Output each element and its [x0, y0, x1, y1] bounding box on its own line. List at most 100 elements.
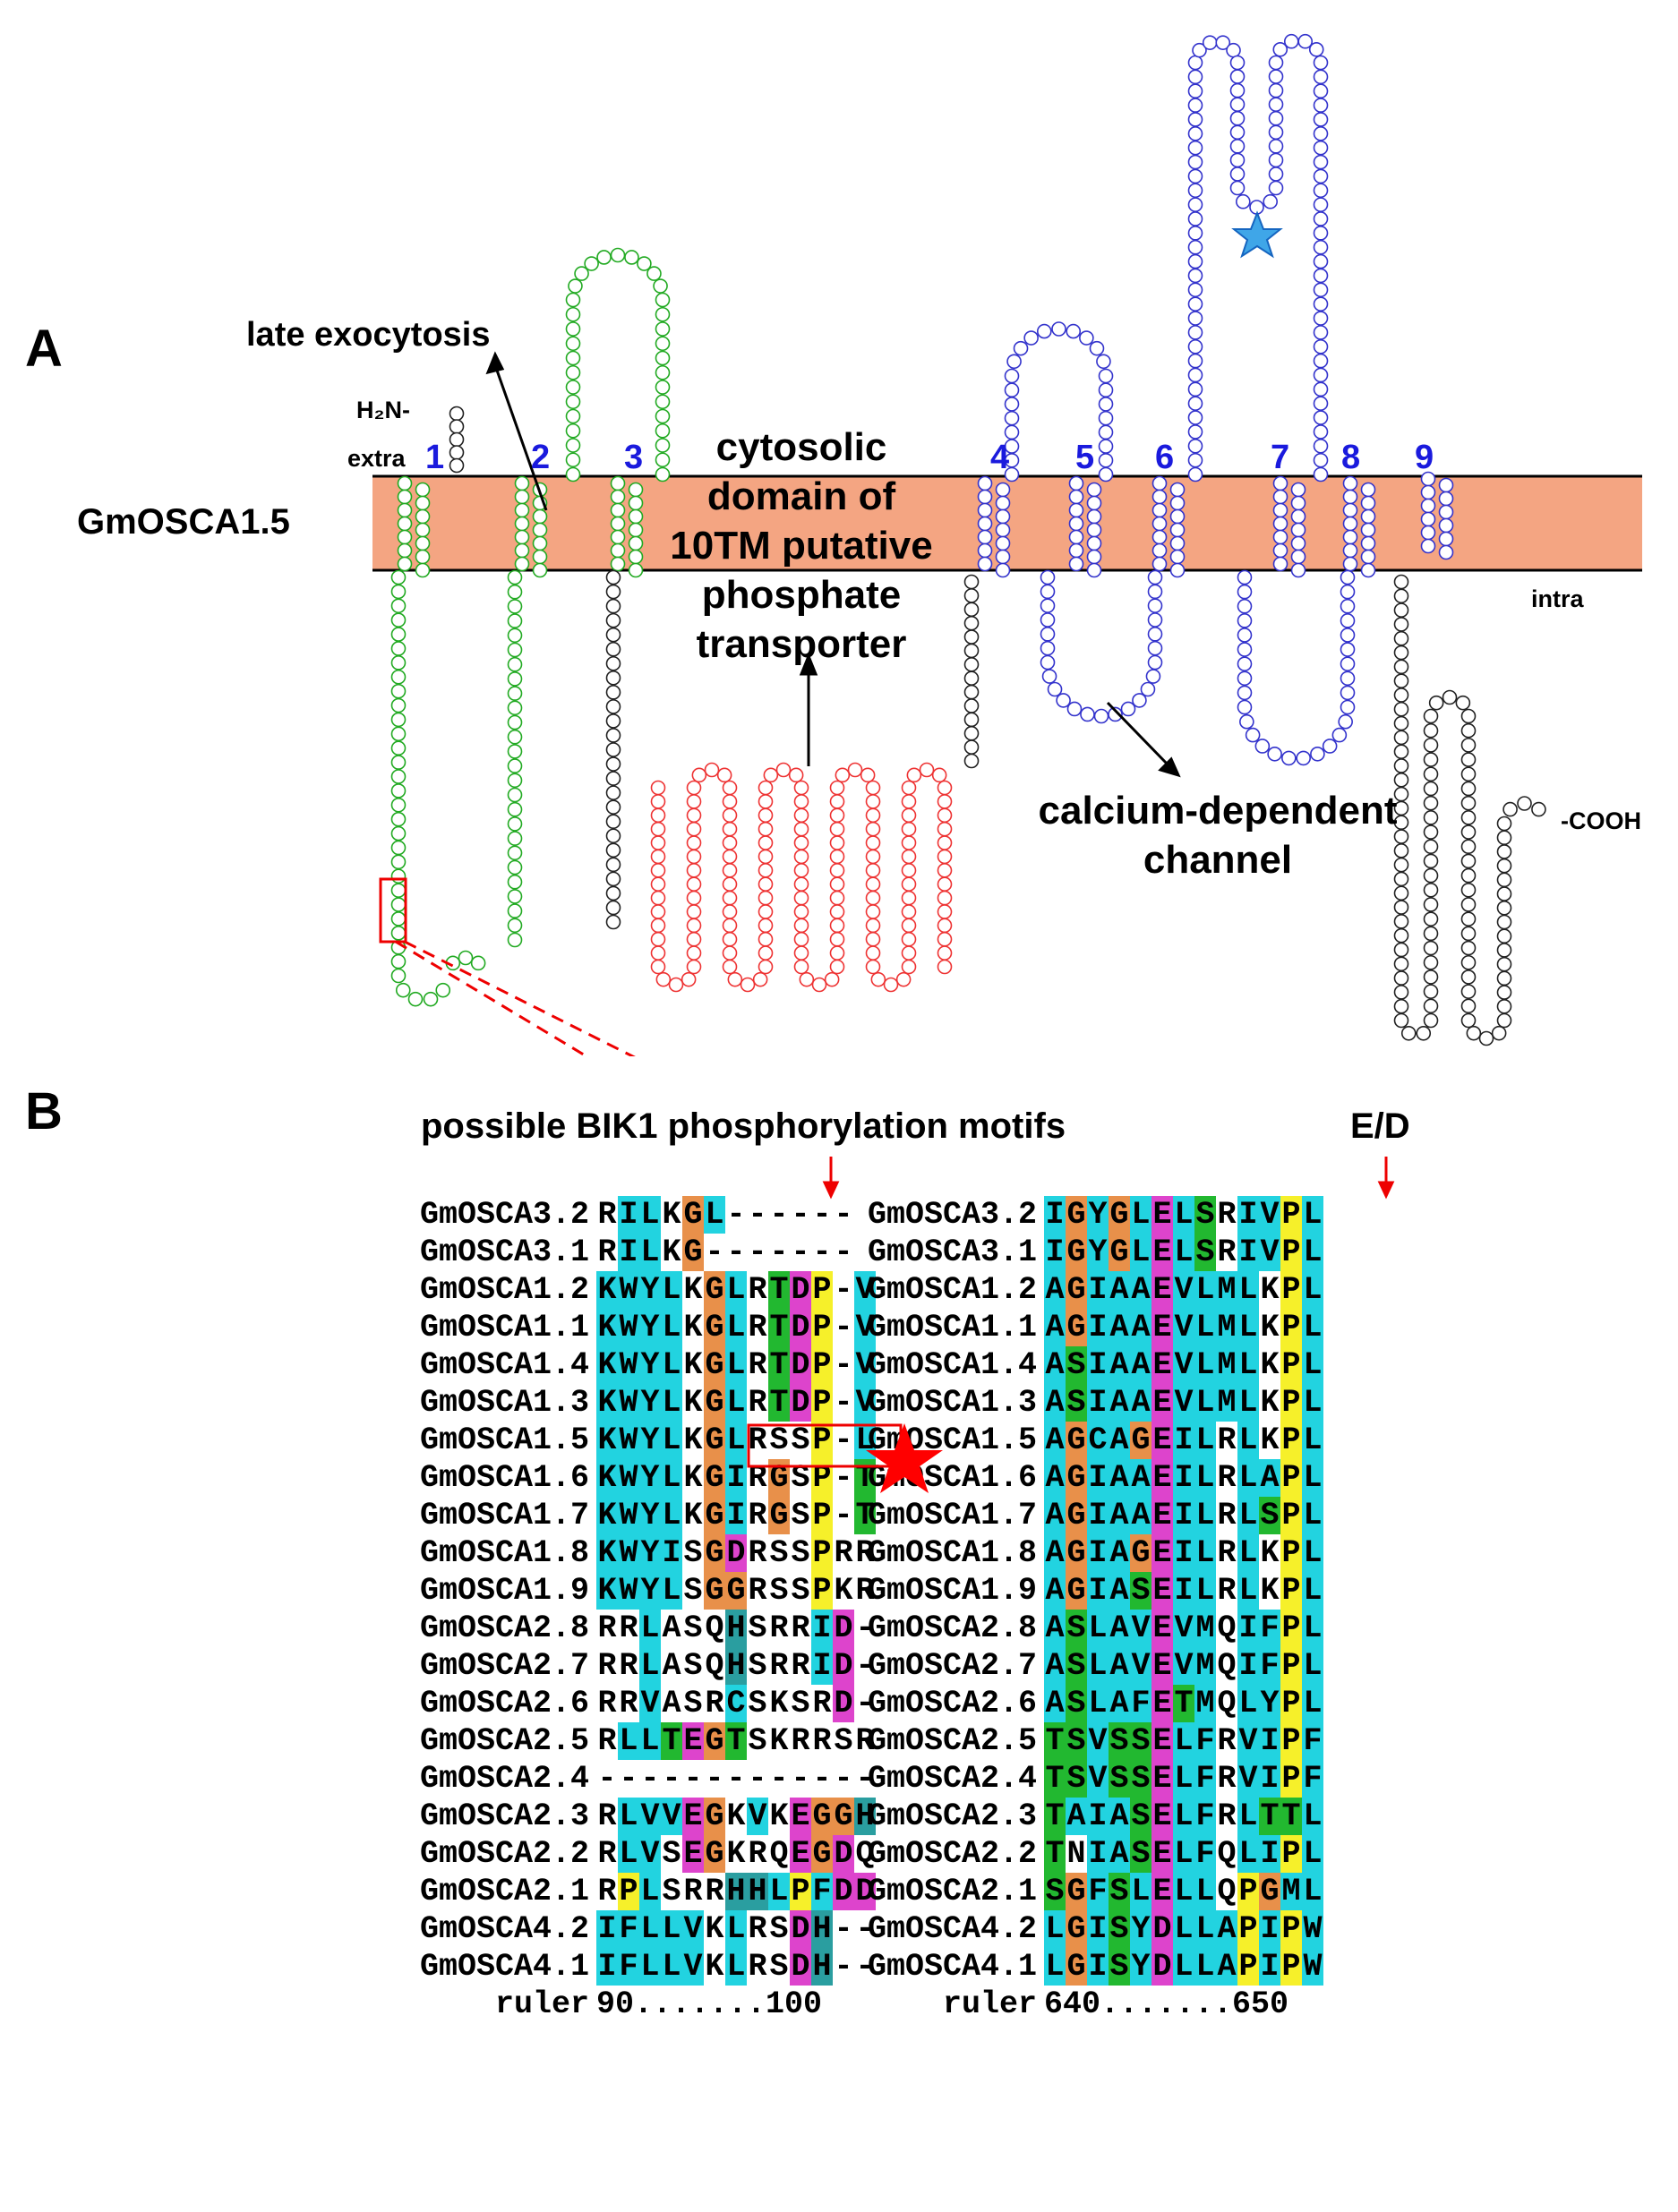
- residue: E: [1151, 1722, 1173, 1760]
- residue: Y: [639, 1309, 661, 1346]
- residue: I: [1173, 1459, 1194, 1497]
- residue: F: [1194, 1835, 1216, 1873]
- residue: R: [748, 1573, 767, 1609]
- residue: R: [748, 1535, 767, 1571]
- residue: E: [1151, 1873, 1173, 1910]
- residue: T: [768, 1309, 790, 1346]
- residue: -: [834, 1911, 853, 1947]
- sequence-residues: KWYLKGLRSSP-L: [596, 1422, 876, 1459]
- residue: K: [769, 1798, 789, 1834]
- residue: G: [811, 1798, 833, 1835]
- residue: I: [1237, 1196, 1259, 1234]
- panel-b-letter: B: [25, 1082, 63, 1140]
- protein-name-label: GmOSCA1.5: [77, 502, 290, 542]
- residue: G: [704, 1384, 725, 1422]
- residue: L: [1173, 1910, 1194, 1948]
- residue: L: [1237, 1309, 1259, 1346]
- tm-number-7: 7: [1271, 439, 1290, 476]
- sequence-residues: KWYLKGLRTDP-V: [596, 1384, 876, 1422]
- residue: L: [1237, 1835, 1259, 1873]
- sequence-name: GmOSCA4.1: [867, 1949, 1037, 1985]
- residue: L: [1237, 1685, 1259, 1722]
- residue: R: [1217, 1422, 1237, 1458]
- sequence-name: GmOSCA3.2: [419, 1197, 589, 1233]
- residue: Y: [1087, 1234, 1109, 1271]
- residue: P: [618, 1873, 639, 1910]
- sequence-name: GmOSCA1.4: [867, 1347, 1037, 1383]
- residue: L: [639, 1722, 661, 1760]
- residue: A: [1109, 1422, 1130, 1459]
- residue: A: [1130, 1346, 1151, 1384]
- sequence-residues: AGIAAEVLMLKPL: [1044, 1271, 1323, 1309]
- residue: Y: [639, 1271, 661, 1309]
- residue: Y: [639, 1459, 661, 1497]
- residue: R: [1217, 1234, 1237, 1270]
- residue: L: [1194, 1422, 1216, 1459]
- residue: G: [1066, 1910, 1087, 1948]
- residue: V: [682, 1948, 704, 1986]
- residue: A: [1109, 1497, 1130, 1534]
- residue: -: [834, 1761, 853, 1797]
- ruler-label: ruler: [942, 1986, 1037, 2022]
- residue: A: [1109, 1685, 1130, 1722]
- residue: S: [791, 1498, 810, 1533]
- residue: -: [791, 1761, 810, 1797]
- sequence-residues: RILKGL------: [596, 1196, 854, 1234]
- residue: L: [725, 1422, 747, 1459]
- residue: Q: [1217, 1648, 1237, 1684]
- residue: R: [791, 1610, 810, 1646]
- residue: L: [1302, 1835, 1323, 1873]
- residue: A: [1109, 1572, 1130, 1610]
- sequence-residues: -------------: [596, 1760, 876, 1798]
- residue: S: [1109, 1722, 1130, 1760]
- residue: R: [619, 1648, 638, 1684]
- residue: I: [1173, 1572, 1194, 1610]
- residue: F: [1130, 1685, 1151, 1722]
- residue: S: [1109, 1910, 1130, 1948]
- residue: L: [639, 1234, 661, 1271]
- residue: L: [661, 1948, 682, 1986]
- residue: G: [1109, 1196, 1130, 1234]
- sequence-name: GmOSCA1.1: [419, 1310, 589, 1345]
- residue: D: [833, 1835, 854, 1873]
- ruler-scale: 90.......100: [596, 1986, 823, 2022]
- residue: S: [683, 1686, 703, 1721]
- residue: G: [682, 1196, 704, 1234]
- residue: E: [1151, 1798, 1173, 1835]
- residue: F: [618, 1910, 639, 1948]
- residue: L: [1302, 1647, 1323, 1685]
- residue: S: [662, 1874, 681, 1909]
- residue: W: [618, 1497, 639, 1534]
- residue: A: [1130, 1271, 1151, 1309]
- residue: V: [747, 1798, 768, 1835]
- residue: P: [1280, 1647, 1302, 1685]
- sequence-name: GmOSCA4.1: [419, 1949, 589, 1985]
- residue: I: [1259, 1910, 1280, 1948]
- tm-number-3: 3: [624, 439, 644, 476]
- residue: P: [811, 1271, 833, 1309]
- residue: F: [1194, 1722, 1216, 1760]
- residue: K: [683, 1347, 703, 1383]
- sequence-residues: AGCAGEILRLKPL: [1044, 1422, 1323, 1459]
- residue: L: [639, 1647, 661, 1685]
- residue: D: [833, 1647, 854, 1685]
- sequence-residues: AGIASEILRLKPL: [1044, 1572, 1323, 1610]
- residue: L: [1044, 1910, 1066, 1948]
- residue: -: [791, 1234, 810, 1270]
- residue: E: [682, 1835, 704, 1873]
- residue: P: [1280, 1835, 1302, 1873]
- residue: I: [1087, 1534, 1109, 1572]
- residue: I: [1087, 1309, 1109, 1346]
- residue: S: [834, 1723, 853, 1759]
- residue: F: [1194, 1798, 1216, 1835]
- residue: K: [683, 1310, 703, 1345]
- residue: R: [1217, 1761, 1237, 1797]
- residue: S: [791, 1422, 810, 1458]
- residue: C: [1087, 1422, 1109, 1459]
- residue: L: [618, 1835, 639, 1873]
- residue: I: [1044, 1234, 1066, 1271]
- residue: V: [854, 1346, 876, 1384]
- residue: I: [1173, 1497, 1194, 1534]
- topology-diagram: [372, 33, 1642, 1056]
- residue: R: [597, 1723, 617, 1759]
